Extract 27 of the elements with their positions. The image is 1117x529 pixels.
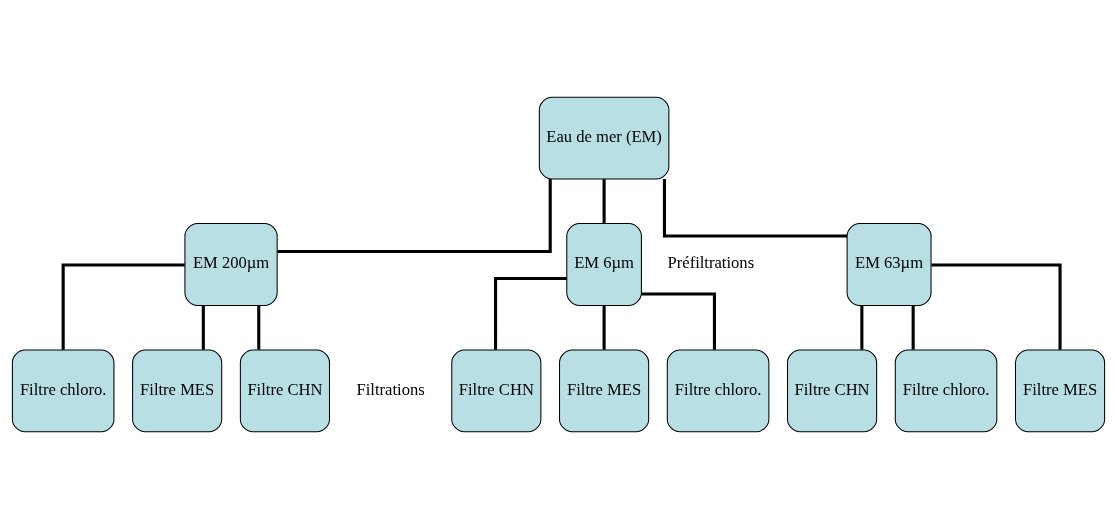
node-box: Filtre MES bbox=[559, 349, 650, 433]
node-box: Filtre chloro. bbox=[666, 349, 770, 433]
connector bbox=[860, 305, 864, 350]
label: Préfiltrations bbox=[667, 253, 755, 273]
connector bbox=[911, 305, 915, 350]
connector bbox=[641, 292, 716, 350]
connector bbox=[61, 263, 185, 350]
connector bbox=[277, 179, 552, 254]
node-box: EM 200µm bbox=[184, 223, 278, 306]
connector bbox=[602, 305, 606, 350]
label: Filtrations bbox=[356, 379, 425, 399]
node-box: Filtre CHN bbox=[239, 349, 330, 433]
node-box: Filtre chloro. bbox=[894, 349, 998, 433]
node-box: Filtre CHN bbox=[787, 349, 878, 433]
connector bbox=[201, 305, 205, 350]
connector bbox=[931, 263, 1062, 350]
node-box: Eau de mer (EM) bbox=[538, 96, 670, 180]
node-box: EM 63µm bbox=[846, 223, 932, 306]
node-box: Filtre MES bbox=[1014, 349, 1106, 433]
connector bbox=[602, 179, 606, 224]
node-box: EM 6µm bbox=[566, 223, 642, 306]
connector bbox=[662, 179, 848, 238]
node-box: Filtre chloro. bbox=[11, 349, 115, 433]
node-box: Filtre CHN bbox=[451, 349, 542, 433]
connector bbox=[257, 305, 261, 350]
connector bbox=[494, 276, 567, 350]
node-box: Filtre MES bbox=[132, 349, 223, 433]
